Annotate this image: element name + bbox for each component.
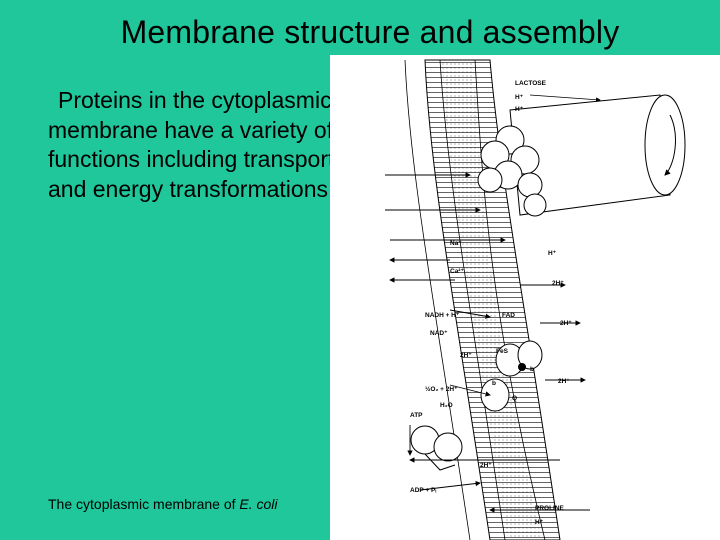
label-fes: FeS: [496, 348, 509, 355]
caption-species: E. coli: [239, 496, 278, 512]
label-na: Na⁺: [450, 240, 462, 247]
label-h2o: H₂O: [440, 402, 453, 409]
caption-text: The cytoplasmic membrane of: [48, 496, 240, 512]
etc-protein-complex: [480, 340, 543, 412]
label-b2: b: [530, 366, 534, 373]
membrane-figure: LACTOSE H⁺ H⁺ Na⁺ Ca²⁺ H⁺ 2H⁺ NADH + H⁺ …: [330, 55, 720, 540]
transport-arrows: [385, 172, 590, 513]
body-text: Proteins in the cytoplasmic membrane hav…: [48, 87, 335, 202]
label-b1: b: [492, 380, 496, 387]
label-2h3: 2H⁺: [460, 352, 472, 359]
label-2h4: 2H⁺: [558, 378, 570, 385]
label-2h1: 2H⁺: [552, 280, 564, 287]
label-nadh: NADH + H⁺: [425, 312, 460, 319]
label-lactose: LACTOSE: [515, 80, 547, 87]
label-h3: H⁺: [548, 250, 557, 257]
label-h1: H⁺: [515, 94, 524, 101]
figure-caption: The cytoplasmic membrane of E. coli: [48, 496, 278, 512]
label-ca: Ca²⁺: [450, 268, 464, 275]
transport-protein-top: [477, 125, 547, 217]
label-proline: PROLINE: [535, 505, 565, 512]
label-2h2: 2H⁺: [560, 320, 572, 327]
label-2h5: 2H⁺: [480, 462, 492, 469]
label-half-o2: ½O₂ + 2H⁺: [425, 385, 458, 393]
label-h2: H⁺: [515, 106, 524, 113]
membrane-diagram: LACTOSE H⁺ H⁺ Na⁺ Ca²⁺ H⁺ 2H⁺ NADH + H⁺ …: [385, 59, 686, 540]
label-nad: NAD⁺: [430, 330, 448, 337]
label-atp: ATP: [410, 412, 423, 419]
label-h4: H⁺: [535, 519, 544, 526]
label-fad: FAD: [502, 312, 515, 319]
slide-title: Membrane structure and assembly: [120, 14, 620, 50]
flagellum-shape: [509, 94, 686, 216]
label-adp: ADP + Pᵢ: [410, 487, 436, 494]
atp-synthase: [410, 425, 463, 471]
label-q: Q: [512, 395, 517, 402]
